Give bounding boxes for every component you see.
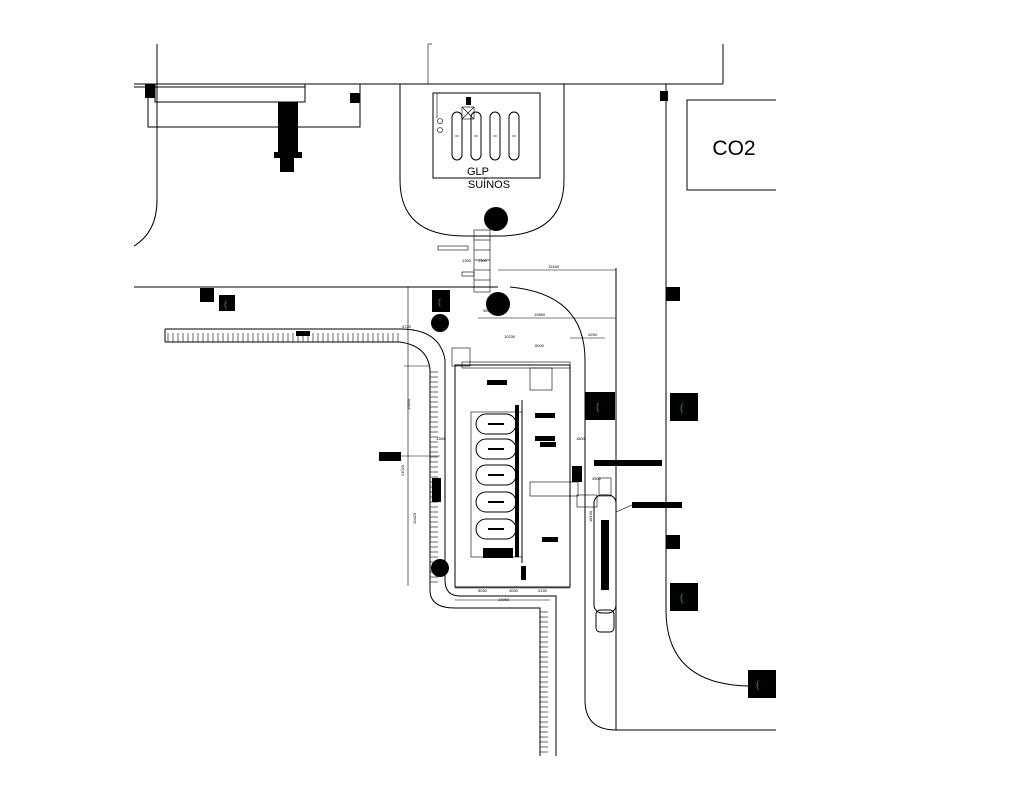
dim-right-a: 1800 [576,436,586,441]
tree-icon [484,207,508,231]
dim-right-c: 18190 [588,510,593,522]
top-building-outline [134,43,724,88]
marker-icon: ( [596,402,600,413]
ruler-ticks-horizontal [167,333,399,342]
suinos-label: SUÍNOS [468,178,510,191]
co2-label: CO2 [712,137,755,160]
dim-stair-c: 3500 [483,308,493,313]
left-walkway-ruler: 10600 21020 10420 1350 [164,328,446,590]
dim-inner-left: 10230 [504,334,516,339]
marker-icon: ( [680,403,684,414]
marker-icon: ( [680,593,684,604]
top-left-equipment [145,83,361,172]
right-road-edges [615,84,776,731]
dim-top-span: 15169 [548,264,560,269]
ruler-ticks-bottom [540,611,548,753]
glp-enclosure [399,84,565,237]
tanker-truck [593,477,617,633]
dim-stair-a: 1350 [462,258,472,263]
dim-stair-b: 2300 [478,258,488,263]
marker-icon: ( [438,297,441,307]
bottom-walkway: 5050 4050 3150 13950 [429,579,570,756]
marker-icon: ( [756,680,760,691]
glp-label: GLP [467,166,489,178]
approach-road [509,286,617,731]
right-dimensions: 1800 3500 18190 [576,436,602,522]
dim-bottom-b: 4050 [509,588,519,593]
access-stairs [437,229,491,293]
dim-left-lower: 10420 [412,512,417,524]
dim-bottom-a: 5050 [478,588,488,593]
left-road-edge [133,84,498,288]
dim-upper-width: 10850 [534,312,546,317]
co2-enclosure [686,99,776,191]
dim-left-upper: 10600 [406,398,411,410]
dim-bottom-c: 3150 [538,588,548,593]
dim-left-total: 21020 [400,464,405,476]
marker-icon: ( [224,299,227,309]
glp-tanks [451,111,520,161]
dim-right-offset: 4250 [588,332,598,337]
dim-sump: 1350 [436,436,446,441]
top-dimensions: 15169 10850 4720 4250 6000 10230 1350 23… [402,258,616,586]
ruler-ticks-vertical [430,371,438,583]
main-building [451,347,682,588]
site-markers: ( ( ( ( ( ( [200,287,776,698]
building-tanks [475,413,517,540]
tree-icon [431,314,449,332]
dim-left-offset: 4720 [402,324,412,329]
dim-inner-top: 6000 [535,343,545,348]
tree-icon [486,292,510,316]
dim-right-b: 3500 [592,476,602,481]
dim-bottom-total: 13950 [498,597,510,602]
